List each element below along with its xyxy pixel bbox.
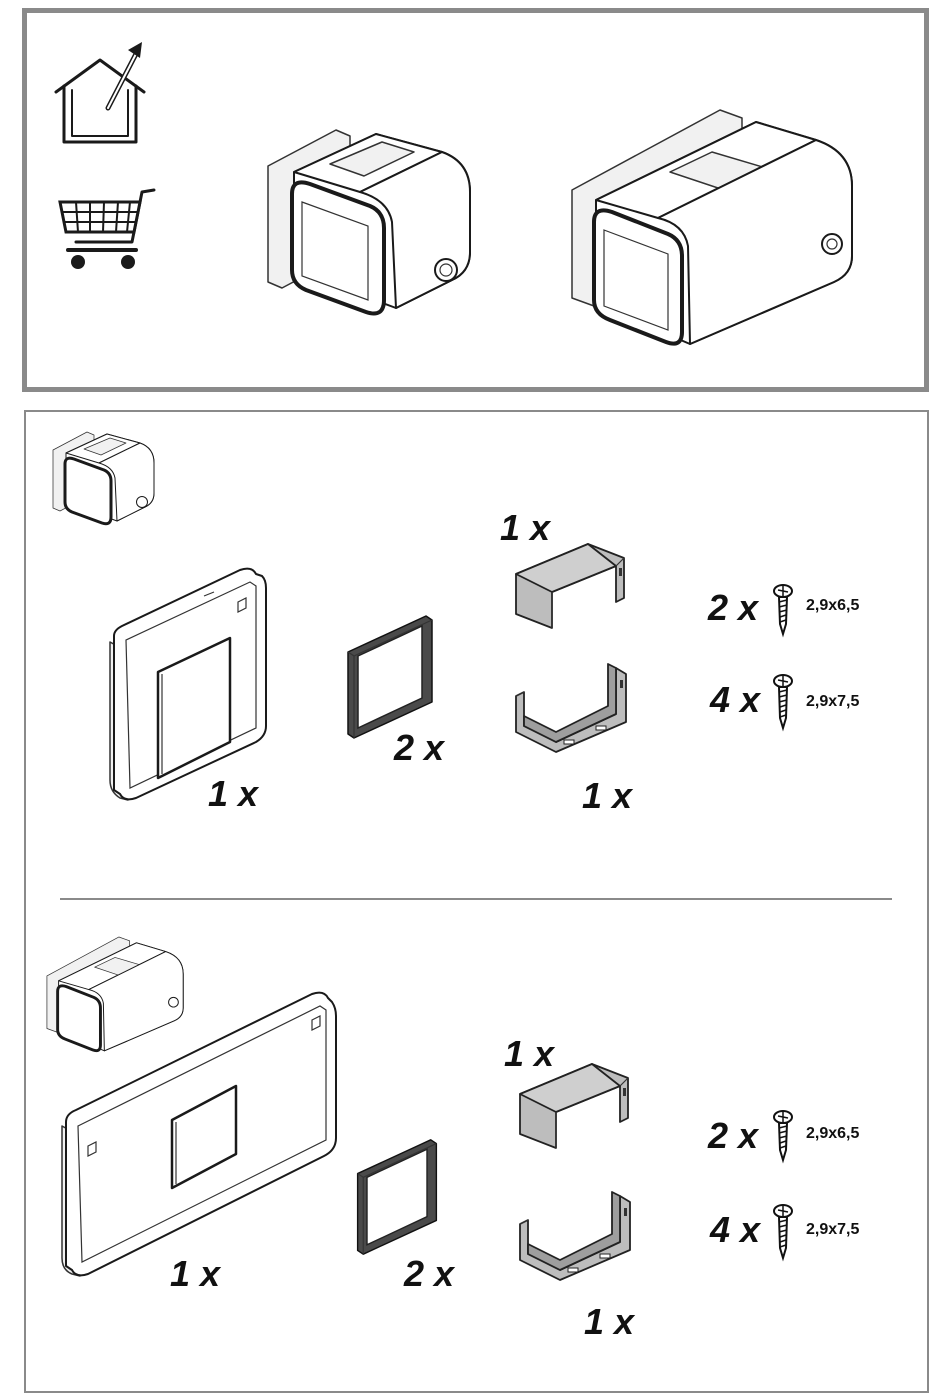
small-clip-top-illustration (512, 540, 632, 632)
small-screw-long-size: 2,9x7,5 (806, 694, 859, 710)
small-kit-device-thumbnail (50, 428, 156, 530)
large-screw-long-size: 2,9x7,5 (806, 1222, 859, 1238)
screw-short-icon (772, 584, 794, 636)
small-screw-short-size: 2,9x6,5 (806, 598, 859, 614)
small-frame-quantity: 1 x (208, 776, 258, 812)
small-clip-bottom-quantity: 1 x (582, 778, 632, 814)
section-divider (60, 898, 892, 900)
small-screw-long-quantity: 4 x (710, 682, 760, 718)
large-clip-top-illustration (516, 1060, 636, 1152)
small-ring-quantity: 2 x (394, 730, 444, 766)
large-clip-bottom-quantity: 1 x (584, 1304, 634, 1340)
shopping-cart-icon (56, 186, 158, 274)
large-ring-quantity: 2 x (404, 1256, 454, 1292)
large-screw-short-size: 2,9x6,5 (806, 1126, 859, 1142)
small-clip-bottom-illustration (512, 660, 632, 760)
small-screw-short-quantity: 2 x (708, 590, 758, 626)
rectangular-cover-frame-illustration (60, 990, 336, 1278)
square-cover-frame-illustration (106, 566, 266, 802)
large-device-illustration (566, 96, 866, 346)
large-screw-long-quantity: 4 x (710, 1212, 760, 1248)
small-gasket-ring-illustration (342, 612, 438, 742)
screw-long-icon (772, 1204, 794, 1260)
house-outward-arrow-icon (50, 38, 150, 150)
large-frame-quantity: 1 x (170, 1256, 220, 1292)
screw-short-icon (772, 1110, 794, 1162)
small-device-illustration (264, 122, 472, 326)
large-screw-short-quantity: 2 x (708, 1118, 758, 1154)
screw-long-icon (772, 674, 794, 730)
large-gasket-ring-illustration (352, 1136, 442, 1258)
large-clip-bottom-illustration (516, 1188, 636, 1288)
